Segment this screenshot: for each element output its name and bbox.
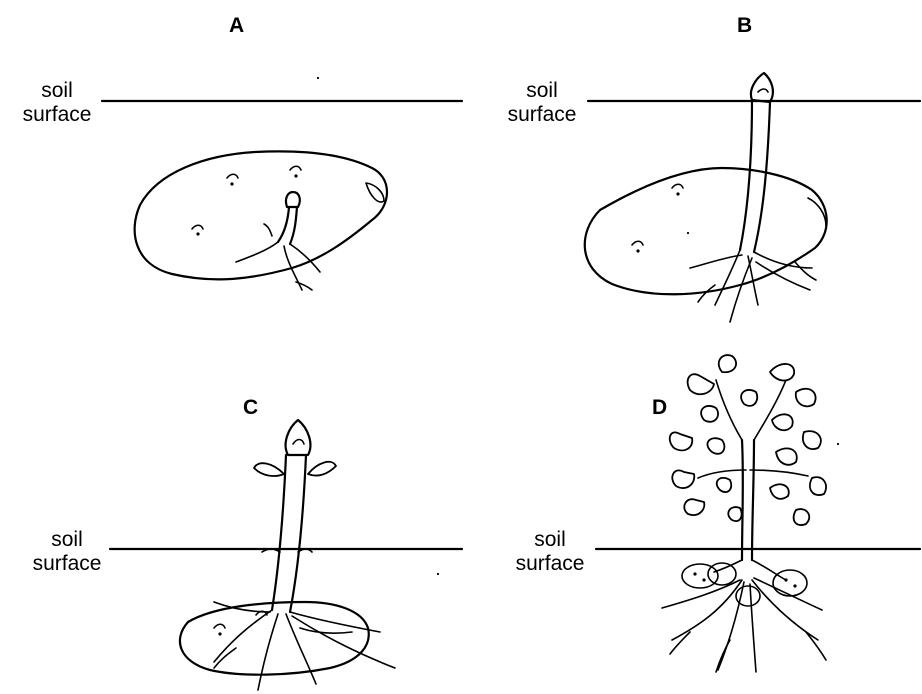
tuber-icon bbox=[773, 570, 807, 596]
leaf-icon bbox=[803, 431, 821, 449]
speck-mark bbox=[317, 77, 319, 79]
speck-mark bbox=[437, 573, 439, 575]
leaf-icon bbox=[707, 438, 724, 454]
potato-tuber-b bbox=[585, 168, 827, 294]
speck-mark bbox=[687, 232, 689, 234]
leaf-icon bbox=[670, 432, 693, 450]
leaf-icon bbox=[741, 390, 757, 406]
leaf-icon bbox=[684, 499, 704, 515]
shoot-b bbox=[690, 73, 816, 322]
potato-tuber-a bbox=[135, 151, 387, 279]
potato-plant-d bbox=[662, 355, 826, 672]
shoot-c bbox=[214, 420, 395, 690]
leaf-icon bbox=[308, 462, 336, 476]
leaf-icon bbox=[794, 509, 810, 525]
tuber-icon bbox=[682, 564, 718, 588]
leaf-icon bbox=[776, 448, 797, 464]
leaf-icon bbox=[770, 364, 794, 381]
leaf-icon bbox=[688, 374, 714, 394]
tuber-icon bbox=[708, 563, 736, 585]
sprout-a bbox=[236, 192, 320, 290]
leaf-icon bbox=[719, 355, 736, 372]
leaf-icon bbox=[728, 507, 741, 521]
leaf-icon bbox=[772, 414, 793, 430]
leaf-icon bbox=[796, 389, 816, 407]
leaf-icon bbox=[254, 463, 284, 476]
potato-tuber-c bbox=[180, 602, 369, 675]
leaf-icon bbox=[770, 484, 789, 499]
leaf-icon bbox=[717, 478, 732, 492]
speck-mark bbox=[837, 443, 839, 445]
leaf-icon bbox=[672, 470, 694, 488]
leaf-icon bbox=[701, 406, 718, 422]
leaf-icon bbox=[810, 477, 826, 495]
